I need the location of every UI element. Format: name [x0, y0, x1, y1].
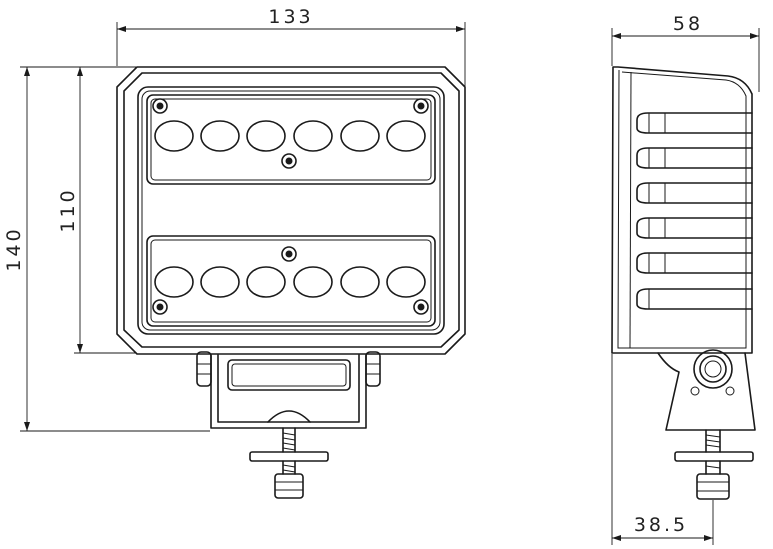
lower-reflector — [146, 235, 436, 327]
screw-icon — [152, 98, 168, 114]
dim-front-height-inner: 110 — [57, 66, 136, 354]
screw-icon — [413, 299, 429, 315]
dim-label-side-depth: 58 — [673, 13, 703, 35]
dim-front-height-outer: 140 — [3, 66, 210, 432]
pivot-knob-icon — [693, 349, 733, 389]
front-bracket — [196, 351, 381, 429]
led-optic — [293, 120, 333, 152]
led-optic — [386, 266, 426, 298]
dim-front-width: 133 — [116, 6, 466, 86]
front-housing-outer — [116, 66, 466, 355]
led-optic — [340, 266, 380, 298]
led-optic — [293, 266, 333, 298]
led-optic — [246, 120, 286, 152]
upper-reflector — [146, 94, 436, 185]
screw-icon — [281, 246, 297, 262]
led-optic — [200, 120, 240, 152]
front-bolt — [249, 427, 329, 499]
screw-icon — [152, 299, 168, 315]
side-view — [611, 66, 756, 500]
side-bolt — [674, 429, 754, 500]
dim-side-depth: 58 — [611, 13, 760, 92]
dim-bracket-offset: 38.5 — [611, 354, 714, 545]
led-optic — [200, 266, 240, 298]
lens-frame — [137, 86, 445, 335]
led-optic — [386, 120, 426, 152]
front-view — [116, 66, 466, 499]
dim-label-front-height-inner: 110 — [57, 187, 79, 232]
lower-led-row — [154, 266, 426, 298]
led-optic — [340, 120, 380, 152]
screw-icon — [281, 153, 297, 169]
led-optic — [154, 120, 194, 152]
cooling-fins — [636, 112, 753, 310]
led-optic — [246, 266, 286, 298]
screws — [152, 98, 429, 315]
side-housing — [611, 66, 753, 354]
upper-led-row — [154, 120, 426, 152]
side-bracket — [657, 349, 756, 431]
front-housing-inner — [123, 72, 460, 348]
screw-icon — [413, 98, 429, 114]
led-optic — [154, 266, 194, 298]
dim-label-front-width: 133 — [268, 6, 313, 28]
dim-label-bracket-offset: 38.5 — [634, 514, 688, 536]
dim-label-front-height-outer: 140 — [3, 226, 25, 271]
